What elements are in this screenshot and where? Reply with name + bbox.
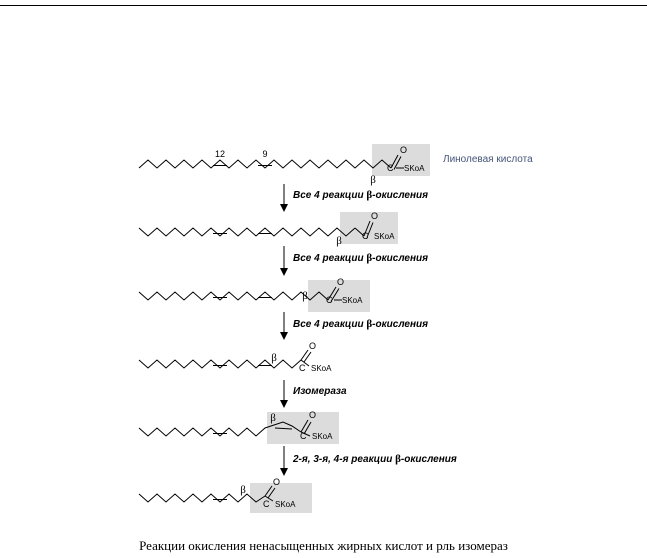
svg-text:β: β [336,235,342,247]
svg-text:SKoA: SKoA [311,364,332,373]
svg-text:SKoA: SKoA [275,500,296,509]
svg-text:O: O [309,341,316,351]
reaction-step-label-1: Все 4 реакции β-окисления [293,189,428,201]
svg-text:β: β [271,352,277,364]
svg-text:O: O [371,211,378,221]
molecule-intermediate-4: O C SKoA β [138,341,332,373]
svg-text:O: O [337,277,344,287]
svg-text:β: β [240,484,246,496]
svg-text:C: C [299,363,306,373]
svg-text:β: β [270,412,276,424]
page-top-rule [0,5,647,6]
svg-text:SKoA: SKoA [312,432,333,441]
svg-text:SKoA: SKoA [342,296,363,305]
svg-text:C: C [300,431,307,441]
molecule-intermediate-2: O C SKoA β [138,211,398,247]
reaction-step-label-4: Изомераза [293,386,347,397]
svg-text:β: β [302,290,308,302]
svg-text:O: O [309,410,316,420]
molecule-name-label: Линолевая кислота [443,154,533,165]
reaction-step-label-2: Все 4 реакции β-окисления [293,252,428,264]
beta-carbonyl-highlight [340,212,398,244]
molecule-product: O C SKoA β [138,477,312,513]
carbonyl-oxygen: O [400,145,407,155]
reaction-arrow-2: Все 4 реакции β-окисления [280,246,428,276]
position-label-9: 9 [262,149,267,159]
beta-oxidation-diagram: 12 9 O C SKoA β Линолевая кислота Все 4 … [138,144,533,513]
reaction-arrow-1: Все 4 реакции β-окисления [280,184,428,212]
reaction-arrow-4: Изомераза [280,380,347,408]
beta-carbonyl-highlight [308,280,370,312]
svg-text:SKoA: SKoA [374,232,395,241]
molecule-intermediate-5: O C SKoA β [138,410,339,444]
reaction-step-label-5: 2-я, 3-я, 4-я реакции β-окисления [292,453,457,465]
beta-label: β [370,174,376,186]
coa-label: SKoA [404,164,425,173]
position-label-12: 12 [215,149,225,159]
reaction-arrow-5: 2-я, 3-я, 4-я реакции β-окисления [280,446,457,476]
molecule-linoleoyl-coa: 12 9 O C SKoA β Линолевая кислота [138,144,533,186]
svg-text:O: O [273,477,280,487]
reaction-step-label-3: Все 4 реакции β-окисления [293,318,428,330]
reaction-arrow-3: Все 4 реакции β-окисления [280,312,428,340]
svg-text:C: C [362,231,369,241]
svg-text:C: C [326,295,333,305]
carbonyl-carbon: C [387,163,394,173]
figure-caption: Реакции окисления ненасыщенных жирных ки… [139,538,508,553]
beta-carbonyl-highlight [250,483,312,513]
svg-text:C: C [263,499,270,509]
molecule-intermediate-3: O C SKoA β [138,277,370,312]
